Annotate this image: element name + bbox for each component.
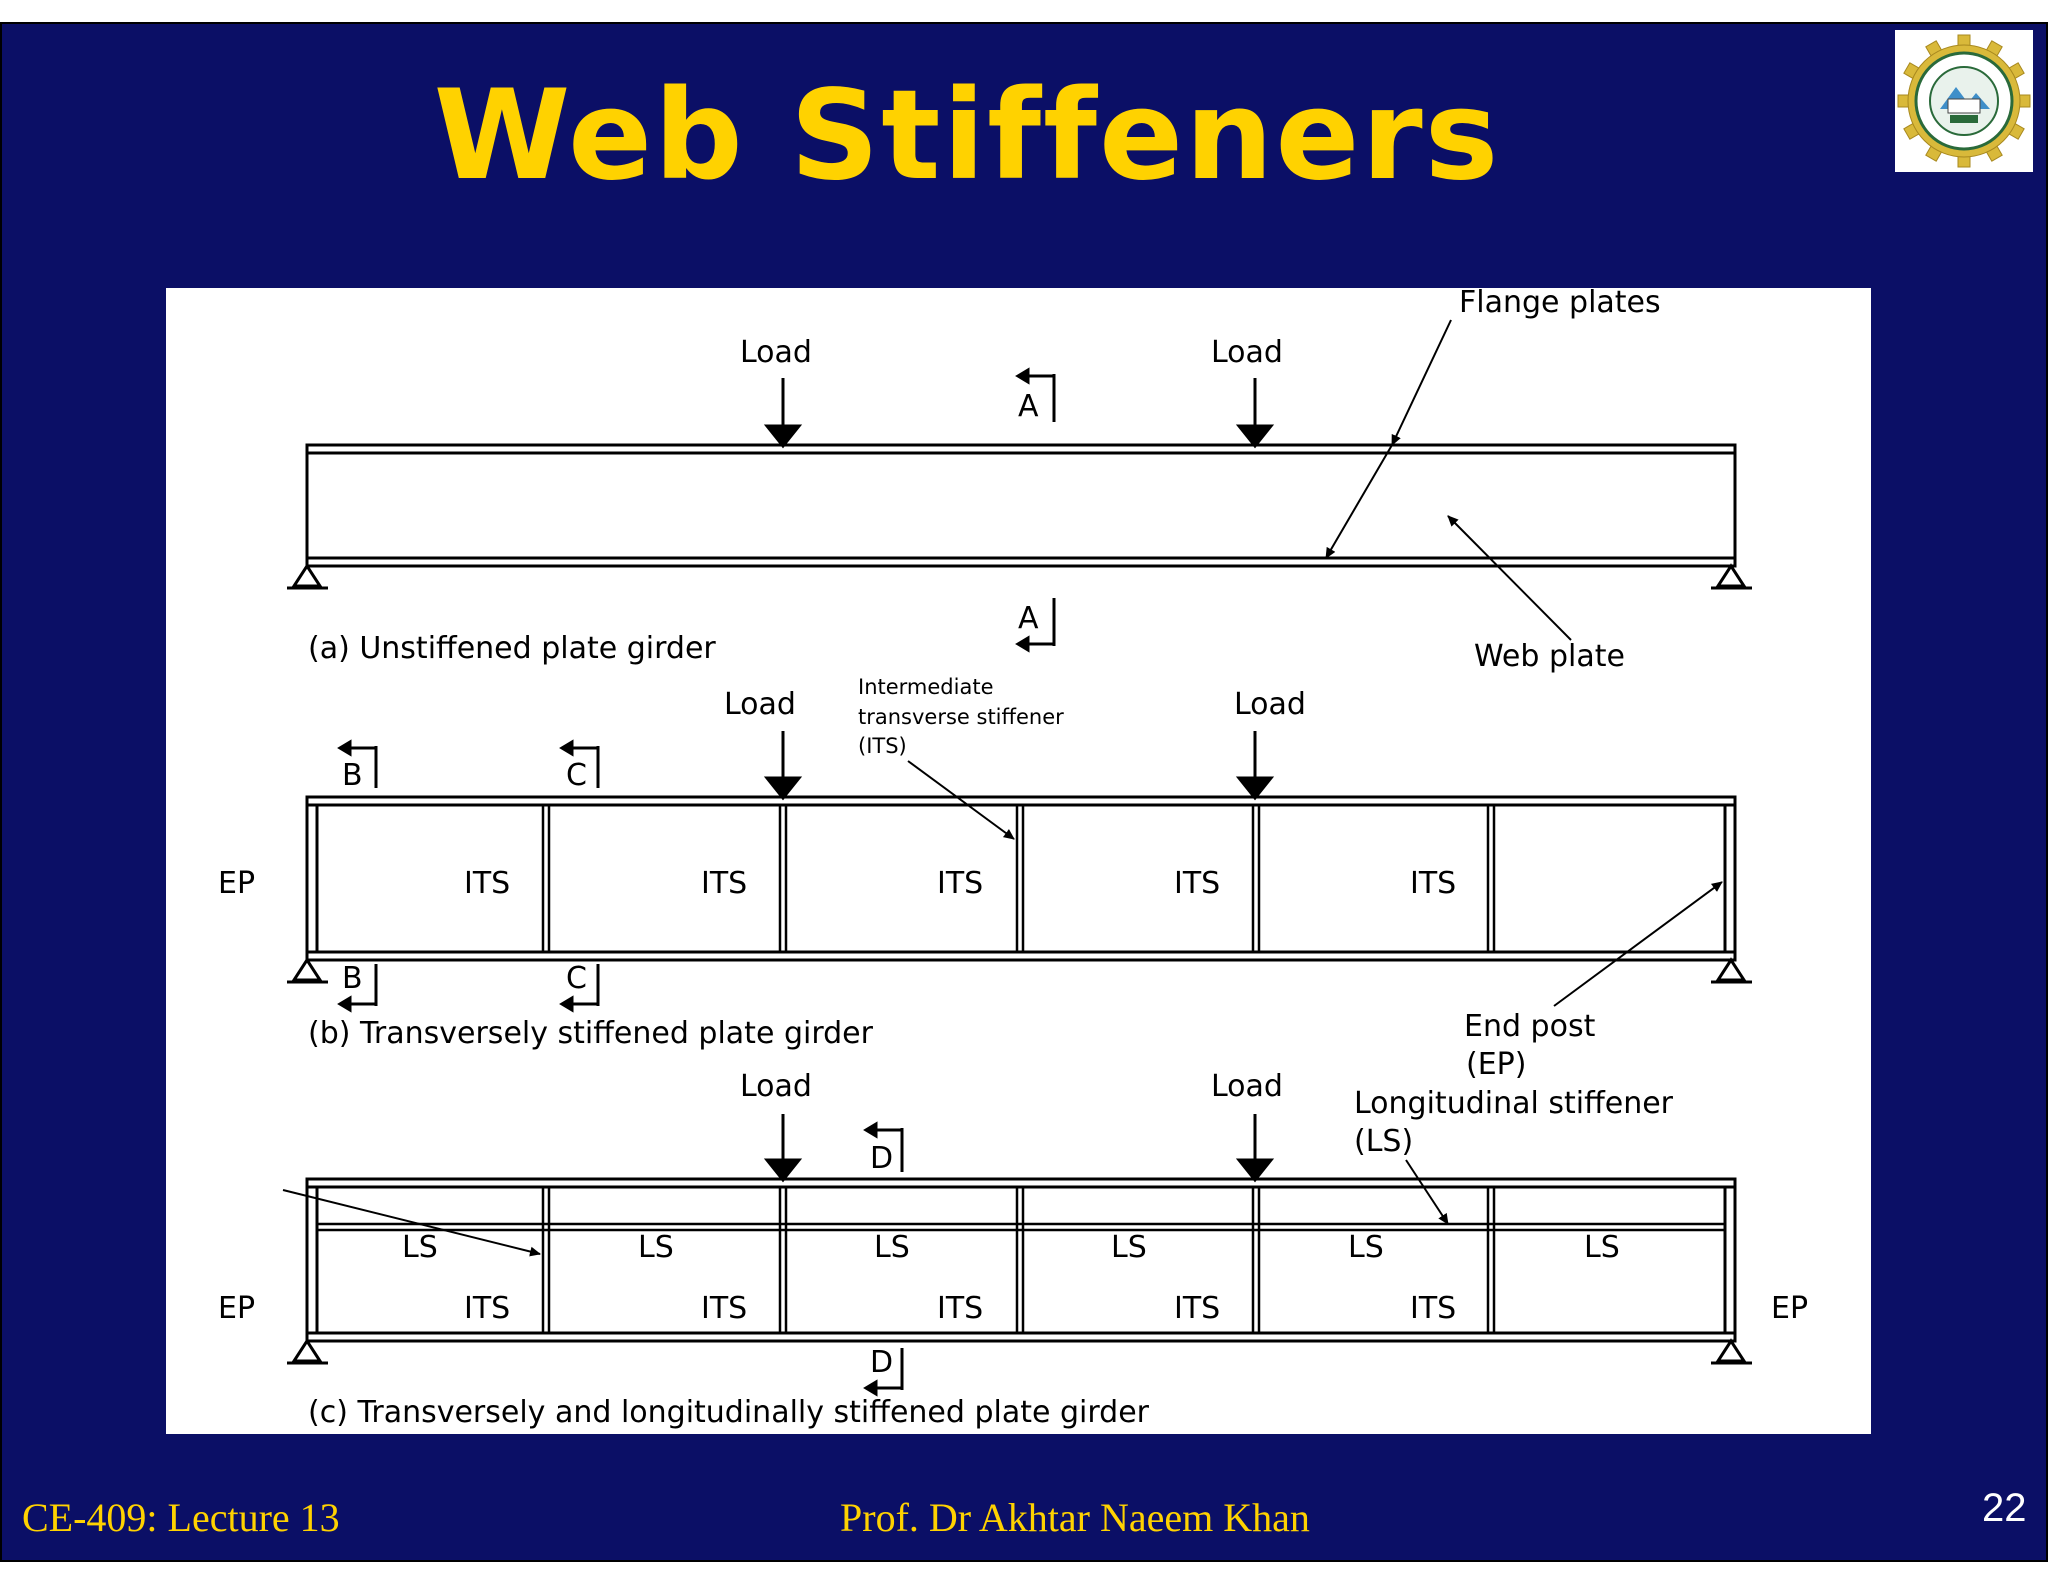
load-arrows-a bbox=[763, 378, 1275, 449]
load-arrows-c bbox=[763, 1114, 1275, 1183]
ls-label: LS bbox=[638, 1230, 674, 1265]
section-label: B bbox=[342, 961, 363, 996]
longitudinal-stiffener-label: (LS) bbox=[1354, 1124, 1413, 1159]
its-leader bbox=[907, 760, 1015, 840]
university-seal-gear-icon bbox=[1897, 34, 2031, 168]
its-label: ITS bbox=[1174, 866, 1220, 901]
ls-label: LS bbox=[874, 1230, 910, 1265]
caption-c: (c) Transversely and longitudinally stif… bbox=[308, 1395, 1150, 1430]
its-label: ITS bbox=[464, 1291, 510, 1326]
section-label: C bbox=[566, 961, 587, 996]
load-arrows-b bbox=[763, 731, 1275, 801]
section-label: C bbox=[566, 758, 587, 793]
longitudinal-stiffener-label: Longitudinal stiffener bbox=[1354, 1086, 1674, 1121]
slide: Web Stiffeners bbox=[0, 22, 2048, 1562]
plate-girder-figure: Load Load A A Flange plates Web plate (a… bbox=[218, 285, 1808, 1430]
ep-label: EP bbox=[218, 866, 255, 901]
section-label: B bbox=[342, 758, 363, 793]
flange-plates-label: Flange plates bbox=[1459, 288, 1661, 320]
end-post-leader bbox=[1553, 881, 1723, 1007]
its-label: ITS bbox=[1410, 1291, 1456, 1326]
section-label: D bbox=[870, 1141, 893, 1176]
footer-course: CE-409: Lecture 13 bbox=[22, 1495, 340, 1540]
end-post-label: (EP) bbox=[1466, 1047, 1526, 1082]
end-post-label: End post bbox=[1464, 1009, 1596, 1044]
girder-a bbox=[305, 443, 1737, 568]
girder-c bbox=[305, 1177, 1737, 1343]
girder-b bbox=[305, 795, 1737, 962]
load-label: Load bbox=[740, 335, 812, 370]
ls-label: LS bbox=[402, 1230, 438, 1265]
load-label: Load bbox=[724, 687, 796, 722]
its-label: ITS bbox=[937, 866, 983, 901]
supports-a bbox=[287, 563, 1752, 590]
supports-b bbox=[287, 957, 1752, 984]
web-plate-label: Web plate bbox=[1474, 639, 1625, 674]
left-leader bbox=[282, 1189, 541, 1257]
its-note-line: (ITS) bbox=[858, 734, 907, 758]
its-label: ITS bbox=[1174, 1291, 1220, 1326]
its-note-line: transverse stiffener bbox=[858, 705, 1064, 729]
section-label: A bbox=[1018, 389, 1039, 424]
university-logo bbox=[1895, 30, 2033, 172]
ls-label: LS bbox=[1348, 1230, 1384, 1265]
its-label: ITS bbox=[937, 1291, 983, 1326]
supports-c bbox=[287, 1338, 1752, 1365]
section-marker-a bbox=[1015, 367, 1056, 653]
its-note-line: Intermediate bbox=[858, 675, 994, 699]
ls-label: LS bbox=[1584, 1230, 1620, 1265]
ep-label: EP bbox=[1771, 1291, 1808, 1326]
its-label: ITS bbox=[701, 1291, 747, 1326]
flange-leaders bbox=[1325, 319, 1452, 559]
ls-label: LS bbox=[1111, 1230, 1147, 1265]
footer-author: Prof. Dr Akhtar Naeem Khan bbox=[840, 1495, 1310, 1540]
its-label: ITS bbox=[1410, 866, 1456, 901]
load-label: Load bbox=[1234, 687, 1306, 722]
page-number: 22 bbox=[1982, 1486, 2027, 1530]
ls-leader bbox=[1405, 1159, 1449, 1225]
load-label: Load bbox=[1211, 335, 1283, 370]
plate-girder-diagram: Load Load A A Flange plates Web plate (a… bbox=[166, 285, 1871, 1434]
section-label: D bbox=[870, 1345, 893, 1380]
load-label: Load bbox=[740, 1069, 812, 1104]
caption-a: (a) Unstiffened plate girder bbox=[308, 631, 716, 666]
section-label: A bbox=[1018, 601, 1039, 636]
ep-label: EP bbox=[218, 1291, 255, 1326]
slide-title: Web Stiffeners bbox=[433, 64, 1501, 208]
load-label: Load bbox=[1211, 1069, 1283, 1104]
web-leader bbox=[1447, 515, 1572, 641]
its-label: ITS bbox=[701, 866, 747, 901]
caption-b: (b) Transversely stiffened plate girder bbox=[308, 1016, 874, 1051]
its-label: ITS bbox=[464, 866, 510, 901]
section-markers-b bbox=[337, 739, 600, 1013]
section-markers-c bbox=[863, 1121, 904, 1397]
